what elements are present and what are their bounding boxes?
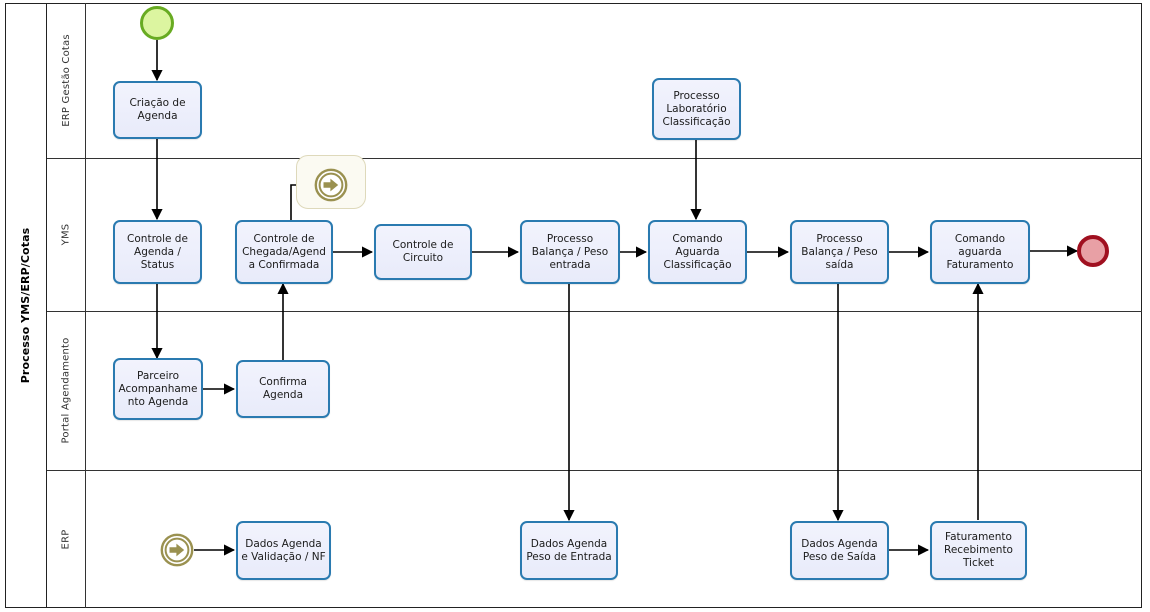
task-label: Processo Balança / Peso entrada xyxy=(531,232,609,271)
link-throw-icon xyxy=(314,168,348,202)
task-dados-agenda-peso-entrada[interactable]: Dados Agenda Peso de Entrada xyxy=(520,521,618,580)
task-dados-agenda-validacao-nf[interactable]: Dados Agenda e Validação / NF xyxy=(236,521,331,580)
lane-label-portal-agendamento: Portal Agendamento xyxy=(60,337,72,444)
lane-label-yms: YMS xyxy=(60,223,72,246)
task-criacao-agenda[interactable]: Criação de Agenda xyxy=(113,81,202,139)
lane-separator-2 xyxy=(47,311,1142,312)
task-confirma-agenda[interactable]: Confirma Agenda xyxy=(236,360,330,418)
lane-header-erp: ERP xyxy=(47,470,86,608)
task-label: Controle de Chegada/Agenda Confirmada xyxy=(242,232,326,271)
lane-separator-1 xyxy=(47,158,1142,159)
task-dados-agenda-peso-saida[interactable]: Dados Agenda Peso de Saída xyxy=(790,521,889,580)
lane-header-portal-agendamento: Portal Agendamento xyxy=(47,311,86,470)
task-balanca-entrada[interactable]: Processo Balança / Peso entrada xyxy=(520,220,620,284)
task-label: Criação de Agenda xyxy=(129,97,186,122)
link-throw-event[interactable] xyxy=(314,168,348,202)
task-label: Parceiro Acompanhamento Agenda xyxy=(118,369,198,408)
task-label: Faturamento Recebimento Ticket xyxy=(944,531,1013,569)
pool-label-text: Processo YMS/ERP/Cotas xyxy=(19,227,33,384)
task-label: Processo Balança / Peso saída xyxy=(801,232,878,271)
task-comando-aguarda-faturamento[interactable]: Comando aguarda Faturamento xyxy=(930,220,1030,284)
task-label: Dados Agenda e Validação / NF xyxy=(241,537,326,563)
lane-label-erp-gestao-cotas: ERP Gestão Cotas xyxy=(60,34,72,127)
task-faturamento-recebimento-ticket[interactable]: Faturamento Recebimento Ticket xyxy=(930,521,1027,580)
task-label: Dados Agenda Peso de Entrada xyxy=(526,537,612,563)
task-balanca-saida[interactable]: Processo Balança / Peso saída xyxy=(790,220,889,284)
task-label: Controle de Circuito xyxy=(392,239,454,264)
task-controle-circuito[interactable]: Controle de Circuito xyxy=(374,224,472,280)
start-event[interactable] xyxy=(140,6,174,40)
task-controle-chegada[interactable]: Controle de Chegada/Agenda Confirmada xyxy=(235,220,333,284)
end-event[interactable] xyxy=(1077,235,1109,267)
task-processo-laboratorio[interactable]: Processo Laboratório Classificação xyxy=(652,78,741,140)
task-label: Comando aguarda Faturamento xyxy=(946,232,1014,271)
lane-separator-3 xyxy=(47,470,1142,471)
task-controle-agenda-status[interactable]: Controle de Agenda / Status xyxy=(113,220,202,284)
lane-label-erp: ERP xyxy=(60,529,72,549)
task-comando-aguarda-classificacao[interactable]: Comando Aguarda Classificação xyxy=(648,220,747,284)
task-label: Dados Agenda Peso de Saída xyxy=(801,537,878,563)
lane-header-yms: YMS xyxy=(47,158,86,311)
task-parceiro-acompanhamento[interactable]: Parceiro Acompanhamento Agenda xyxy=(113,358,203,420)
link-catch-event[interactable] xyxy=(160,533,194,567)
task-label: Controle de Agenda / Status xyxy=(127,232,188,271)
task-label: Comando Aguarda Classificação xyxy=(663,232,732,271)
link-catch-icon xyxy=(160,533,194,567)
task-label: Confirma Agenda xyxy=(259,376,307,401)
lane-header-erp-gestao-cotas: ERP Gestão Cotas xyxy=(47,3,86,158)
task-label: Processo Laboratório Classificação xyxy=(662,89,731,128)
pool-label: Processo YMS/ERP/Cotas xyxy=(5,3,47,608)
